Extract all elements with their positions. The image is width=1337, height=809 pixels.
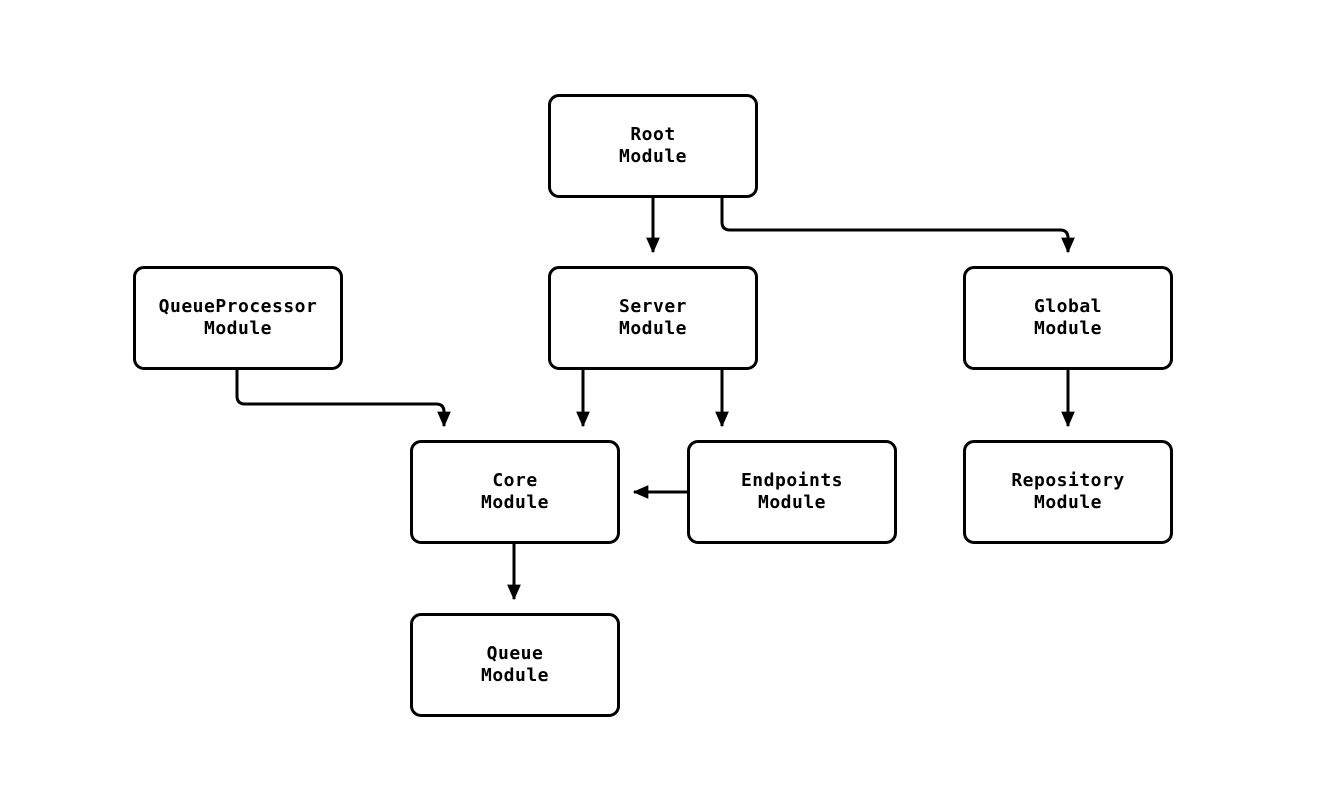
node-queueprocessor[interactable]: QueueProcessor Module: [133, 266, 343, 370]
node-endpoints-title: Endpoints: [740, 470, 844, 491]
node-core-title: Core: [492, 470, 538, 491]
node-global[interactable]: Global Module: [963, 266, 1173, 370]
node-server[interactable]: Server Module: [548, 266, 758, 370]
node-server-subtitle: Module: [618, 318, 688, 339]
node-core-subtitle: Module: [480, 492, 550, 513]
edge-root-to-global: [720, 198, 1075, 254]
node-queueprocessor-subtitle: Module: [203, 318, 273, 339]
node-server-title: Server: [618, 296, 688, 317]
node-root-subtitle: Module: [618, 146, 688, 167]
node-repository-title: Repository: [1011, 470, 1125, 491]
node-root-title: Root: [630, 124, 676, 145]
node-repository[interactable]: Repository Module: [963, 440, 1173, 544]
node-core[interactable]: Core Module: [410, 440, 620, 544]
edge-queueprocessor-to-core: [235, 370, 451, 428]
node-global-subtitle: Module: [1033, 318, 1103, 339]
node-queue-subtitle: Module: [480, 665, 550, 686]
node-queueprocessor-title: QueueProcessor: [158, 296, 318, 317]
node-endpoints[interactable]: Endpoints Module: [687, 440, 897, 544]
node-queue[interactable]: Queue Module: [410, 613, 620, 717]
node-endpoints-subtitle: Module: [757, 492, 827, 513]
node-repository-subtitle: Module: [1033, 492, 1103, 513]
node-queue-title: Queue: [486, 643, 544, 664]
node-global-title: Global: [1033, 296, 1103, 317]
edges-group: [235, 198, 1075, 601]
node-root[interactable]: Root Module: [548, 94, 758, 198]
